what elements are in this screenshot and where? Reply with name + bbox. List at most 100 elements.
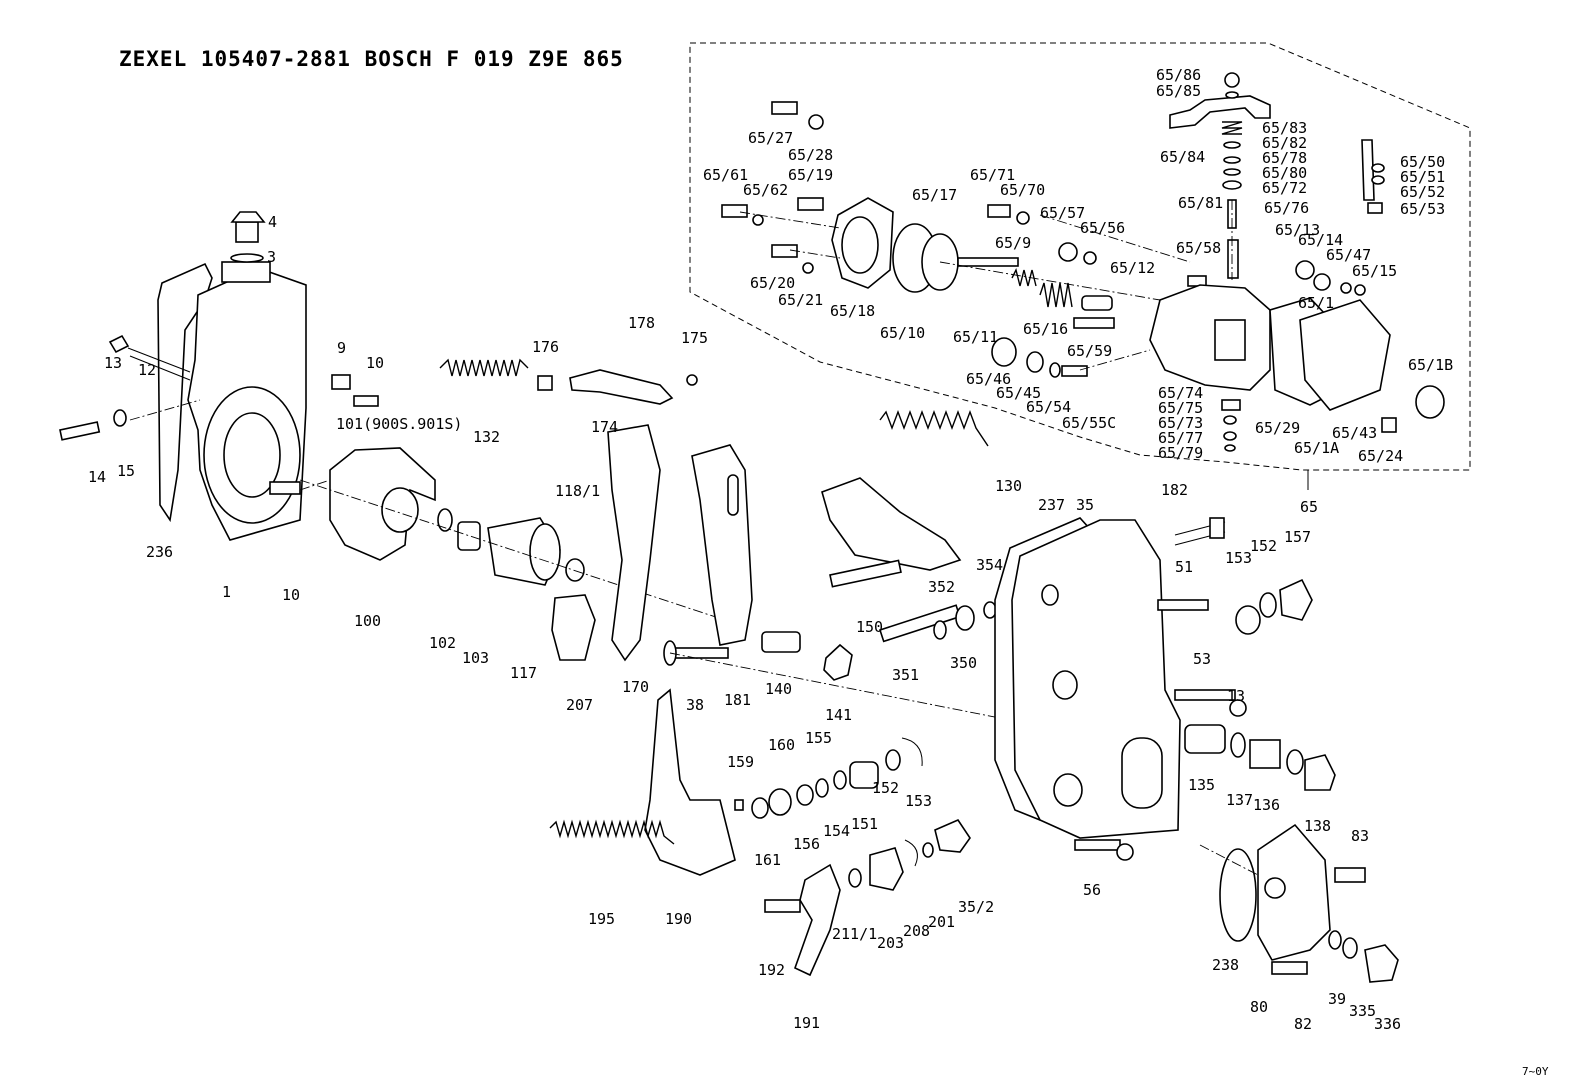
part-label: 65/81 bbox=[1178, 194, 1223, 212]
bracket-190 bbox=[644, 688, 736, 876]
cover-65-1a bbox=[1299, 299, 1391, 411]
nut-13 bbox=[108, 334, 130, 354]
nut-350 bbox=[955, 605, 975, 631]
part-label: 350 bbox=[950, 654, 977, 672]
part-label: 117 bbox=[510, 664, 537, 682]
part-label: 138 bbox=[1304, 817, 1331, 835]
part-label: 35 bbox=[1076, 496, 1094, 514]
part-label: 208 bbox=[903, 922, 930, 940]
corner-mark: 7~0Y bbox=[1522, 1065, 1549, 1078]
part-label: 65 bbox=[1300, 498, 1318, 516]
part-label: 65/1 bbox=[1298, 294, 1334, 312]
bolt-56 bbox=[1074, 839, 1121, 851]
bush-203 bbox=[869, 847, 904, 891]
lever-181 bbox=[691, 444, 753, 646]
cap-nut-336 bbox=[1364, 944, 1399, 983]
part-label: 65/11 bbox=[953, 328, 998, 346]
part-label: 65/18 bbox=[830, 302, 875, 320]
part-label: 65/79 bbox=[1158, 444, 1203, 462]
collar-160 bbox=[768, 788, 792, 816]
part-label: 65/62 bbox=[743, 181, 788, 199]
washer-65-52 bbox=[1371, 175, 1385, 185]
cover-35-window bbox=[1121, 737, 1163, 809]
bearing-117-face bbox=[529, 523, 561, 581]
o-ring-152 bbox=[1259, 592, 1277, 618]
guide-65-12 bbox=[1081, 295, 1113, 311]
part-label: 238 bbox=[1212, 956, 1239, 974]
part-label: 39 bbox=[1328, 990, 1346, 1008]
nut-65-70 bbox=[1016, 211, 1030, 225]
part-label: 56 bbox=[1083, 881, 1101, 899]
screw-65-24 bbox=[1381, 417, 1397, 433]
washer-65-14 bbox=[1313, 273, 1331, 291]
part-label: 65/61 bbox=[703, 166, 748, 184]
part-label: 141 bbox=[825, 706, 852, 724]
boost-compensator-65 bbox=[721, 72, 1445, 452]
part-label: 38 bbox=[686, 696, 704, 714]
washer-65-47 bbox=[1340, 282, 1352, 294]
bracket-65-50 bbox=[1361, 139, 1375, 201]
screw-65-55c bbox=[1061, 365, 1088, 377]
screw-65-59 bbox=[1073, 317, 1115, 329]
part-label: 65/9 bbox=[995, 234, 1031, 252]
part-label: 65/46 bbox=[966, 370, 1011, 388]
spring-195 bbox=[549, 819, 675, 845]
pin-176 bbox=[537, 375, 553, 391]
part-label: 65/82 bbox=[1262, 134, 1307, 152]
part-label: 65/86 bbox=[1156, 66, 1201, 84]
nut-65-15 bbox=[1354, 284, 1366, 296]
cover-35-hole-1 bbox=[1041, 584, 1059, 606]
part-label: 65/53 bbox=[1400, 200, 1445, 218]
part-label: 130 bbox=[995, 477, 1022, 495]
part-label: 4 bbox=[268, 213, 277, 231]
part-label: 174 bbox=[591, 418, 618, 436]
end-cover-group bbox=[1199, 823, 1399, 983]
part-label: 65/47 bbox=[1326, 246, 1371, 264]
part-label: 160 bbox=[768, 736, 795, 754]
bolt-82 bbox=[1271, 961, 1308, 975]
part-label: 13 bbox=[104, 354, 122, 372]
spring-130 bbox=[879, 410, 989, 447]
part-label: 65/50 bbox=[1400, 153, 1445, 171]
stud-12 bbox=[127, 347, 191, 373]
tension-lever-group bbox=[821, 410, 989, 588]
push-rod-65-11 bbox=[957, 257, 1019, 267]
washer-65-54 bbox=[1049, 362, 1061, 378]
part-label: 207 bbox=[566, 696, 593, 714]
o-ring-201 bbox=[922, 842, 934, 858]
spring-65-9 bbox=[1011, 267, 1037, 287]
bolt-51 bbox=[1157, 599, 1209, 611]
part-label: 65/59 bbox=[1067, 342, 1112, 360]
part-label: 336 bbox=[1374, 1015, 1401, 1033]
washer-39 bbox=[1328, 930, 1342, 950]
part-label: 65/21 bbox=[778, 291, 823, 309]
part-label: 182 bbox=[1161, 481, 1188, 499]
washer-118-1 bbox=[565, 558, 585, 582]
part-label: 100 bbox=[354, 612, 381, 630]
part-label: 190 bbox=[665, 910, 692, 928]
washer-137 bbox=[1230, 732, 1246, 758]
housing-65-1 bbox=[1149, 284, 1271, 391]
lever-150 bbox=[821, 477, 962, 571]
part-label: 65/28 bbox=[788, 146, 833, 164]
part-label: 65/19 bbox=[788, 166, 833, 184]
cap-138 bbox=[1304, 754, 1336, 791]
nut-13-cover bbox=[1229, 699, 1247, 717]
part-label: 65/15 bbox=[1352, 262, 1397, 280]
part-label: 10 bbox=[282, 586, 300, 604]
part-label: 201 bbox=[928, 913, 955, 931]
part-callouts: 65/8665/8565/8465/8365/8265/7865/8065/72… bbox=[88, 66, 1453, 1033]
clip-159 bbox=[734, 799, 744, 811]
nut-65-86 bbox=[1224, 72, 1240, 88]
flyweight-hub bbox=[381, 487, 419, 533]
bracket-9 bbox=[331, 374, 351, 390]
washer-161 bbox=[751, 797, 769, 819]
washer-65-72 bbox=[1222, 180, 1242, 190]
part-label: 65/1B bbox=[1408, 356, 1453, 374]
cap-65-1b bbox=[1415, 385, 1445, 419]
part-label: 65/80 bbox=[1262, 164, 1307, 182]
part-label: 65/72 bbox=[1262, 179, 1307, 197]
part-label: 136 bbox=[1253, 796, 1280, 814]
part-label: 65/45 bbox=[996, 384, 1041, 402]
part-label: 1 bbox=[222, 583, 231, 601]
